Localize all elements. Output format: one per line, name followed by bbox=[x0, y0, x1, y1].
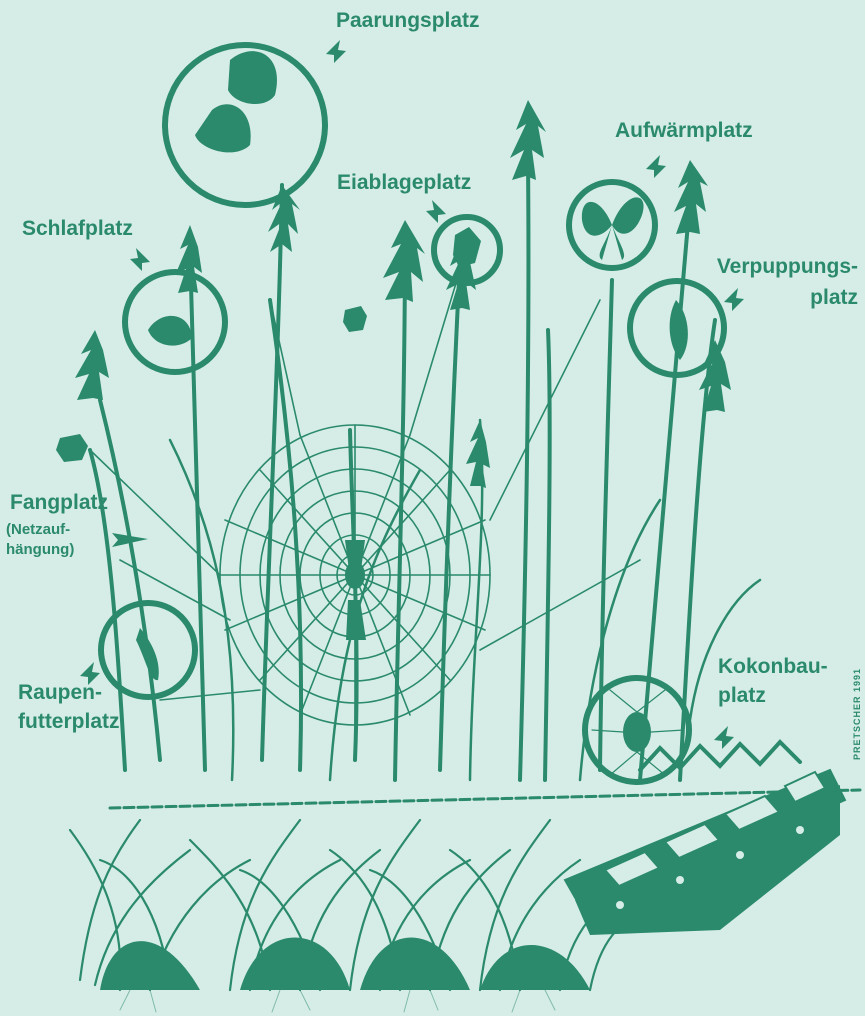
label-netzaufhaengung: (Netzauf- hängung) bbox=[6, 520, 74, 560]
label-verpuppungsplatz-line1: Verpuppungs- bbox=[700, 254, 858, 279]
label-verpuppungsplatz-line2: platz bbox=[700, 285, 858, 310]
label-raupenfutterplatz-line1: Raupen- bbox=[18, 680, 120, 705]
label-eiablageplatz: Eiablageplatz bbox=[337, 170, 471, 195]
butterfly-icon bbox=[582, 197, 644, 260]
arrow-aufwaermplatz bbox=[646, 155, 666, 178]
grass-clumps bbox=[100, 938, 590, 991]
label-schlafplatz: Schlafplatz bbox=[22, 216, 133, 241]
roots bbox=[120, 990, 555, 1012]
cocoon-icon bbox=[623, 712, 651, 752]
label-raupenfutterplatz: Raupen- futterplatz bbox=[18, 680, 120, 734]
label-kokonbauplatz-line1: Kokonbau- bbox=[718, 654, 828, 679]
butterfly-pair-icon bbox=[195, 51, 300, 152]
arrow-kokonbauplatz bbox=[714, 726, 734, 749]
arrow-eiablageplatz bbox=[426, 200, 446, 223]
label-netzaufhaengung-line1: (Netzauf- bbox=[6, 520, 74, 540]
arrow-schlafplatz bbox=[130, 248, 150, 271]
label-verpuppungsplatz: Verpuppungs- platz bbox=[700, 254, 858, 310]
resting-butterfly-icon bbox=[148, 316, 192, 346]
label-kokonbauplatz: Kokonbau- platz bbox=[718, 654, 828, 708]
label-aufwaermplatz: Aufwärmplatz bbox=[615, 118, 753, 143]
arrow-paarungsplatz bbox=[326, 40, 346, 63]
artist-credit: PRETSCHER 1991 bbox=[852, 668, 862, 760]
label-netzaufhaengung-line2: hängung) bbox=[6, 540, 74, 560]
egg-cluster-icon bbox=[453, 227, 481, 267]
label-fangplatz: Fangplatz bbox=[10, 490, 108, 515]
grass-panicles bbox=[56, 100, 731, 488]
chrysalis-icon bbox=[670, 300, 688, 360]
label-kokonbauplatz-line2: platz bbox=[718, 683, 828, 708]
label-paarungsplatz: Paarungsplatz bbox=[336, 8, 480, 33]
label-raupenfutterplatz-line2: futterplatz bbox=[18, 709, 120, 734]
